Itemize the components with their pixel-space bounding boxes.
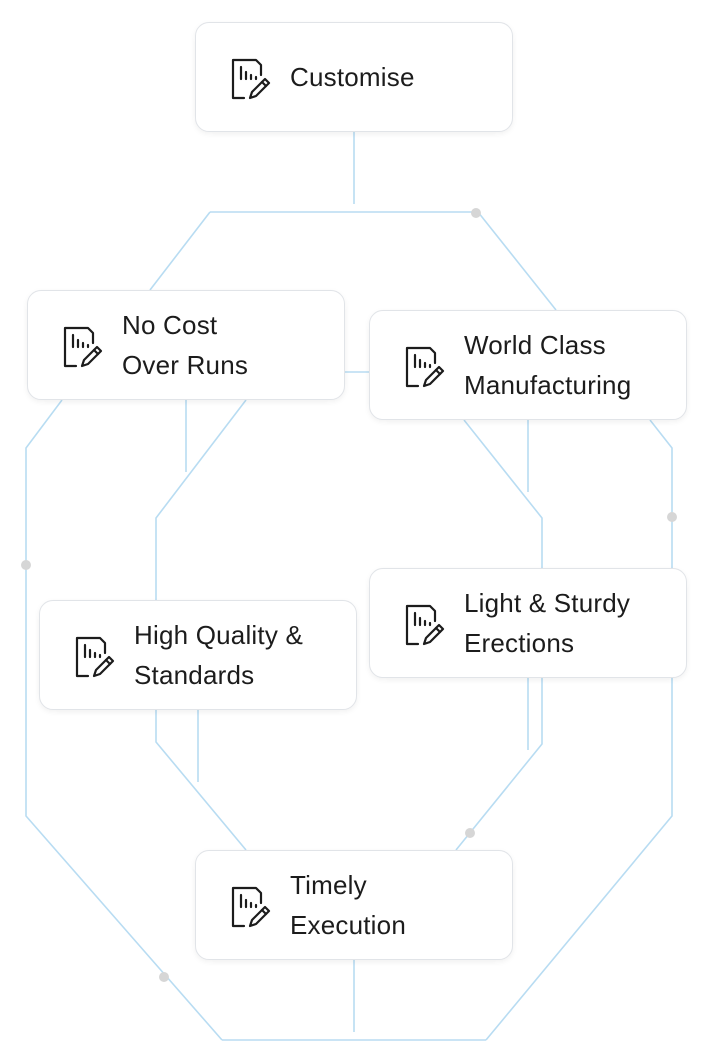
report-edit-icon (231, 58, 271, 100)
report-edit-icon (75, 636, 115, 678)
connector-line (463, 419, 543, 568)
connector-line (477, 211, 557, 311)
card-label: High Quality & Standards (134, 615, 346, 695)
connector-dot (465, 828, 475, 838)
card-label: World Class Manufacturing (464, 325, 676, 405)
report-edit-icon (405, 346, 445, 388)
card-label-line: World Class (464, 330, 606, 360)
connector-line (25, 399, 223, 1041)
card-light-sturdy-erections: Light & Sturdy Erections (369, 568, 687, 678)
card-label-line: Execution (290, 910, 406, 940)
report-edit-icon (63, 326, 103, 368)
connector-line (155, 399, 247, 600)
connector-dot (21, 560, 31, 570)
connector-line (149, 211, 211, 291)
card-timely-execution: Timely Execution (195, 850, 513, 960)
connector-line (485, 419, 673, 1041)
connector-dot (159, 972, 169, 982)
card-label-line: Timely (290, 870, 367, 900)
card-label-line: Erections (464, 628, 575, 658)
card-label: No Cost Over Runs (122, 305, 334, 385)
card-no-cost-over-runs: No Cost Over Runs (27, 290, 345, 400)
card-label-line: Customise (290, 62, 415, 92)
card-label-line: Standards (134, 660, 255, 690)
card-label-line: Light & Sturdy (464, 588, 631, 618)
card-customise: Customise (195, 22, 513, 132)
report-edit-icon (231, 886, 271, 928)
card-label-line: No Cost (122, 310, 218, 340)
card-label: Timely Execution (290, 865, 502, 945)
card-world-class-manufacturing: World Class Manufacturing (369, 310, 687, 420)
connector-line (155, 710, 247, 851)
card-high-quality-standards: High Quality & Standards (39, 600, 357, 710)
connector-dot (471, 208, 481, 218)
card-label-line: High Quality & (134, 620, 303, 650)
connector-line (455, 678, 543, 851)
report-edit-icon (405, 604, 445, 646)
card-label: Customise (290, 57, 502, 97)
card-label-line: Over Runs (122, 350, 249, 380)
connector-dot (667, 512, 677, 522)
card-label: Light & Sturdy Erections (464, 583, 676, 663)
card-label-line: Manufacturing (464, 370, 632, 400)
